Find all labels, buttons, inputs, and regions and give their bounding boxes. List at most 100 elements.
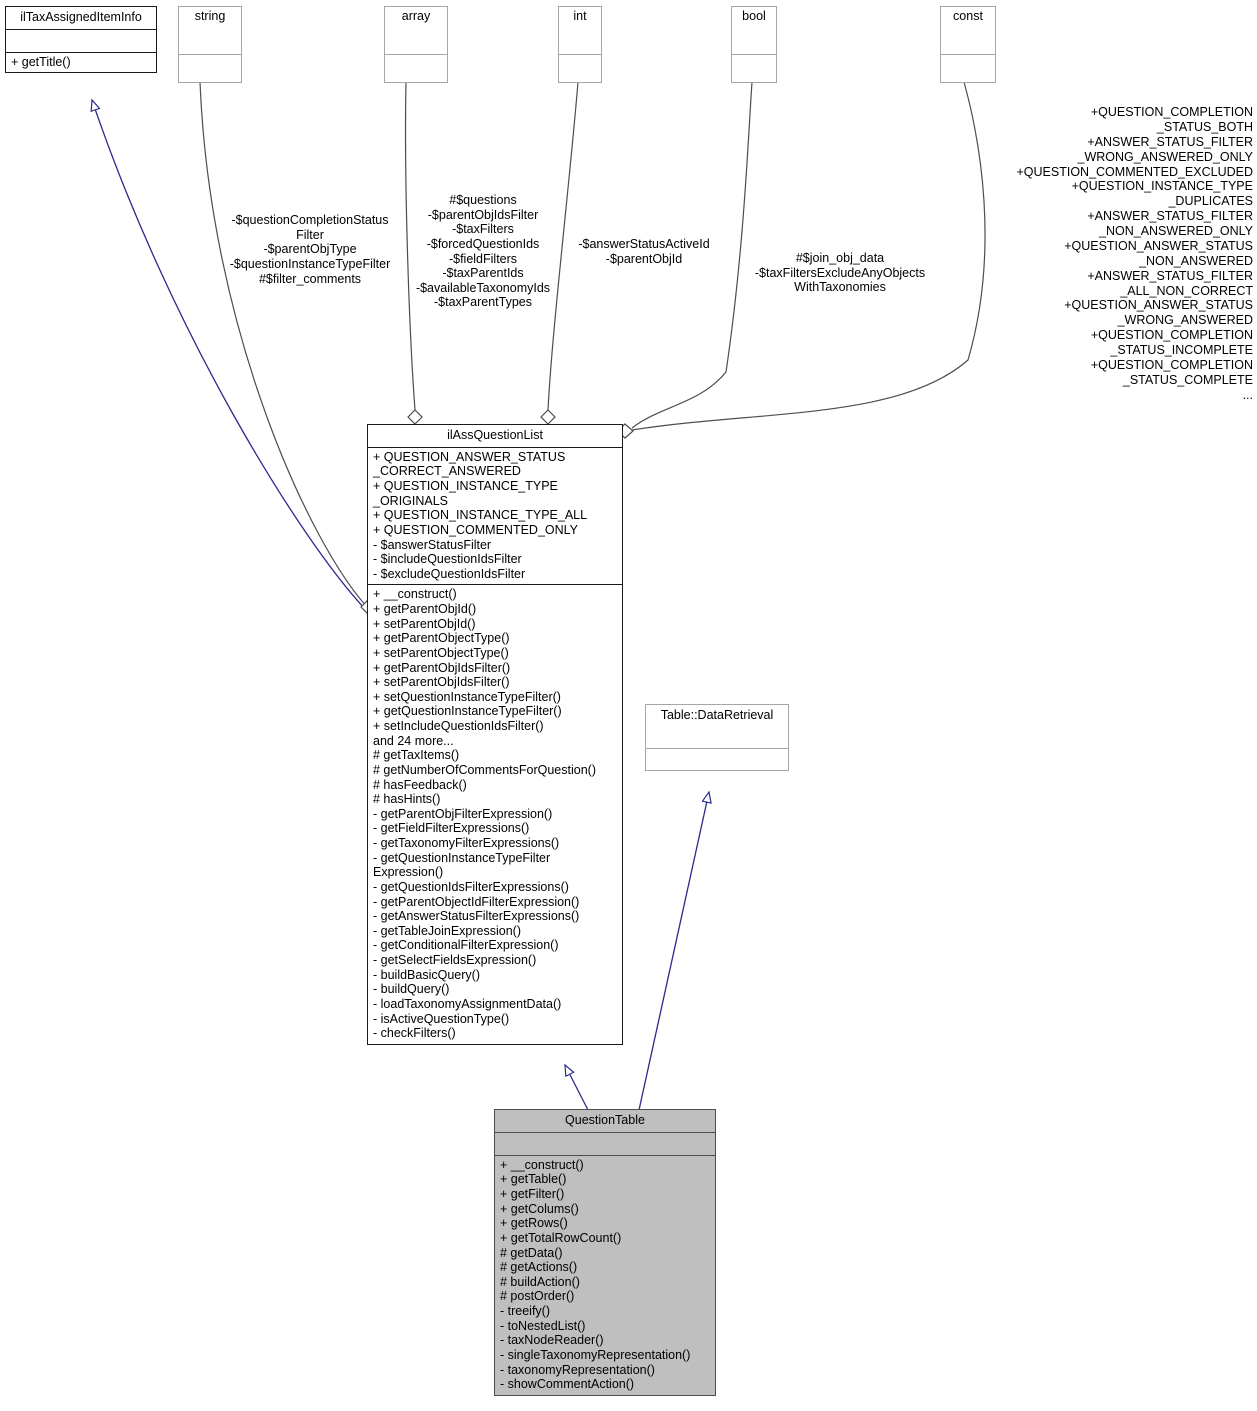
attribute-row: - $excludeQuestionIdsFilter <box>373 566 526 581</box>
class-box-bool[interactable]: bool <box>731 6 777 83</box>
class-box-string[interactable]: string <box>178 6 242 83</box>
operation-row: + setParentObjectType() <box>373 645 509 660</box>
attribute-row: - $includeQuestionIdsFilter <box>373 552 522 567</box>
operations-compartment-string <box>179 55 241 82</box>
operations-compartment-array <box>385 55 447 82</box>
class-box-table-dataretrieval[interactable]: Table::DataRetrieval <box>645 704 789 771</box>
operations-compartment-iltaxassigneditem: + getTitle() <box>6 53 156 73</box>
diamond-array <box>407 409 423 425</box>
edge-label-array-members: #$questions -$parentObjIdsFilter -$taxFi… <box>415 193 551 310</box>
attributes-compartment-string <box>179 27 241 55</box>
operation-row: - getParentObjectIdFilterExpression() <box>373 894 580 909</box>
class-title-string: string <box>194 9 226 23</box>
operation-row: # hasHints() <box>373 792 441 807</box>
class-title-array: array <box>401 9 431 23</box>
operation-row: - getConditionalFilterExpression() <box>373 938 559 953</box>
operation-row: # hasFeedback() <box>373 777 467 792</box>
attribute-row: + QUESTION_ANSWER_STATUS _CORRECT_ANSWER… <box>373 449 566 479</box>
class-box-const[interactable]: const <box>940 6 996 83</box>
operation-row: + setParentObjId() <box>373 616 476 631</box>
operation-row: + getColums() <box>500 1201 579 1216</box>
attribute-row: + QUESTION_INSTANCE_TYPE_ALL <box>373 508 588 523</box>
edge-label-string-members: -$questionCompletionStatus Filter -$pare… <box>229 213 391 286</box>
attributes-compartment-iltaxassigneditem <box>6 30 156 53</box>
operation-row: # getTaxItems() <box>373 748 460 763</box>
operation-row: - buildQuery() <box>373 982 450 997</box>
operation-row: + getRows() <box>500 1216 568 1231</box>
class-title-questiontable: QuestionTable <box>495 1110 715 1133</box>
operation-row: # postOrder() <box>500 1289 575 1304</box>
operation-row: + getTable() <box>500 1172 567 1187</box>
edge-assoc-string <box>199 81 369 609</box>
attribute-row: - $answerStatusFilter <box>373 537 492 552</box>
attributes-compartment-array <box>385 27 447 55</box>
class-box-int[interactable]: int <box>558 6 602 83</box>
operation-row: - getAnswerStatusFilterExpressions() <box>373 909 580 924</box>
operation-row: - getFieldFilterExpressions() <box>373 821 530 836</box>
operation-row: + setIncludeQuestionIdsFilter() <box>373 719 544 733</box>
class-box-iltaxassigneditem[interactable]: ilTaxAssignedItemInfo + getTitle() <box>5 6 157 74</box>
operation-row: - buildBasicQuery() <box>373 967 480 982</box>
operation-row: + setParentObjIdsFilter() <box>373 675 510 690</box>
operation-row: + getFilter() <box>500 1187 565 1201</box>
class-title-bool: bool <box>742 9 766 23</box>
operation-row: + getParentObjId() <box>373 602 477 616</box>
attribute-row: + QUESTION_COMMENTED_ONLY <box>373 522 579 537</box>
class-box-questiontable[interactable]: QuestionTable + __construct() + getTable… <box>494 1109 716 1396</box>
attributes-compartment-table-dataretrieval <box>646 727 788 749</box>
operation-row: + __construct() <box>373 587 457 602</box>
edge-inherit-questionlist <box>565 1065 589 1111</box>
edge-inherit-dataretrieval <box>638 792 709 1111</box>
operation-row-more: and 24 more... <box>373 733 454 748</box>
operation-row: - treeify() <box>500 1304 550 1318</box>
diamond-int <box>540 409 556 425</box>
edge-label-const-members: +QUESTION_COMPLETION _STATUS_BOTH +ANSWE… <box>1016 105 1254 402</box>
operation-row: - checkFilters() <box>373 1026 456 1041</box>
operation-row: - toNestedList() <box>500 1318 586 1333</box>
operation-row: - getTableJoinExpression() <box>373 923 521 938</box>
class-box-ilassquestionlist[interactable]: ilAssQuestionList + QUESTION_ANSWER_STAT… <box>367 424 623 1045</box>
operation-row: + getQuestionInstanceTypeFilter() <box>373 704 562 719</box>
class-title-iltaxassigneditem: ilTaxAssignedItemInfo <box>6 7 156 30</box>
operation-row: # getData() <box>500 1245 563 1260</box>
operation-row: - getQuestionIdsFilterExpressions() <box>373 879 569 894</box>
attributes-compartment-questiontable <box>495 1133 715 1156</box>
attribute-row: + QUESTION_INSTANCE_TYPE _ORIGINALS <box>373 479 558 508</box>
operation-row: # buildAction() <box>500 1274 580 1289</box>
class-title-const: const <box>953 9 983 23</box>
operation-row: - getParentObjFilterExpression() <box>373 806 553 821</box>
attributes-compartment-const <box>941 27 995 55</box>
operations-compartment-ilassquestionlist: + __construct() + getParentObjId() + set… <box>368 585 622 1043</box>
operation-row: - getTaxonomyFilterExpressions() <box>373 836 560 850</box>
operations-compartment-int <box>559 55 601 82</box>
edge-inherit-itaxassigneditem <box>92 100 367 611</box>
operation-row: - getQuestionInstanceTypeFilter Expressi… <box>373 850 551 880</box>
member-gettitle: + getTitle() <box>11 54 71 69</box>
operation-row: + setQuestionInstanceTypeFilter() <box>373 689 561 704</box>
operations-compartment-table-dataretrieval <box>646 749 788 770</box>
class-title-table-dataretrieval: Table::DataRetrieval <box>660 708 774 722</box>
operation-row: - isActiveQuestionType() <box>373 1011 510 1026</box>
attributes-compartment-bool <box>732 27 776 55</box>
class-title-ilassquestionlist: ilAssQuestionList <box>368 425 622 448</box>
operations-compartment-questiontable: + __construct() + getTable() + getFilter… <box>495 1156 715 1395</box>
operation-row: - loadTaxonomyAssignmentData() <box>373 996 562 1011</box>
operation-row: + getParentObjIdsFilter() <box>373 660 511 675</box>
operation-row: + __construct() <box>500 1157 584 1172</box>
attributes-compartment-int <box>559 27 601 55</box>
edge-label-bool-members: #$join_obj_data -$taxFiltersExcludeAnyOb… <box>754 251 926 295</box>
attributes-compartment-ilassquestionlist: + QUESTION_ANSWER_STATUS _CORRECT_ANSWER… <box>368 448 622 586</box>
operations-compartment-const <box>941 55 995 82</box>
edge-label-int-members: -$answerStatusActiveId -$parentObjId <box>578 237 710 266</box>
operations-compartment-bool <box>732 55 776 82</box>
class-box-array[interactable]: array <box>384 6 448 83</box>
operation-row: # getActions() <box>500 1260 578 1275</box>
operation-row: + getTotalRowCount() <box>500 1230 622 1245</box>
operation-row: - singleTaxonomyRepresentation() <box>500 1347 691 1362</box>
operation-row: - taxNodeReader() <box>500 1333 604 1348</box>
operation-row: - showCommentAction() <box>500 1377 635 1392</box>
class-title-int: int <box>573 9 587 23</box>
operation-row: - getSelectFieldsExpression() <box>373 953 537 967</box>
operation-row: + getParentObjectType() <box>373 631 510 646</box>
